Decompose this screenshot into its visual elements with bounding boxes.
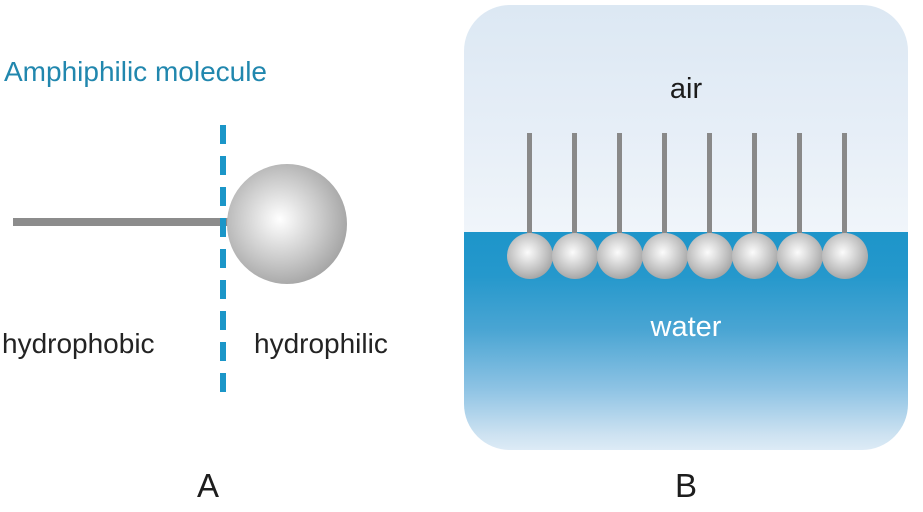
- amphiphile-molecule: [777, 133, 823, 279]
- hydrophilic-head-graphic: [227, 164, 347, 284]
- hydrophilic-head-graphic: [552, 233, 598, 279]
- hydrophobic-tail-graphic: [527, 133, 532, 238]
- air-label: air: [669, 73, 703, 105]
- panel-b-caption: B: [674, 467, 697, 504]
- hydrophobic-tail-graphic: [572, 133, 577, 238]
- hydrophilic-head-graphic: [597, 233, 643, 279]
- hydrophilic-label: hydrophilic: [254, 328, 388, 359]
- hydrophobic-tail-graphic: [707, 133, 712, 238]
- amphiphile-molecule: [552, 133, 598, 279]
- hydrophilic-head-graphic: [642, 233, 688, 279]
- hydrophobic-label: hydrophobic: [2, 328, 155, 359]
- amphiphile-molecule: [642, 133, 688, 279]
- monolayer: [507, 133, 869, 279]
- hydrophobic-tail-graphic: [797, 133, 802, 238]
- hydrophobic-tail-graphic: [617, 133, 622, 238]
- hydrophobic-tail-graphic: [842, 133, 847, 238]
- panel-a-amphiphilic-molecule: Amphiphilic molecule hydrophobic hydroph…: [0, 0, 460, 512]
- hydrophilic-head-graphic: [732, 233, 778, 279]
- amphiphile-molecule: [687, 133, 733, 279]
- panel-a-title: Amphiphilic molecule: [4, 56, 268, 87]
- water-label: water: [650, 311, 722, 343]
- air-region: [464, 5, 908, 232]
- hydrophobic-tail-graphic: [752, 133, 757, 238]
- amphiphile-molecule: [822, 133, 868, 279]
- amphiphile-molecule: [507, 133, 553, 279]
- hydrophobic-tail-graphic: [662, 133, 667, 238]
- panel-a-caption: A: [196, 467, 219, 504]
- hydrophilic-head-graphic: [777, 233, 823, 279]
- dashed-divider-line: [220, 125, 226, 397]
- amphiphile-molecule: [597, 133, 643, 279]
- hydrophilic-head-graphic: [822, 233, 868, 279]
- hydrophilic-head-graphic: [507, 233, 553, 279]
- amphiphile-molecule: [732, 133, 778, 279]
- hydrophobic-tail-graphic: [13, 218, 270, 226]
- panel-b-air-water-interface: air water: [464, 5, 908, 450]
- hydrophilic-head-graphic: [687, 233, 733, 279]
